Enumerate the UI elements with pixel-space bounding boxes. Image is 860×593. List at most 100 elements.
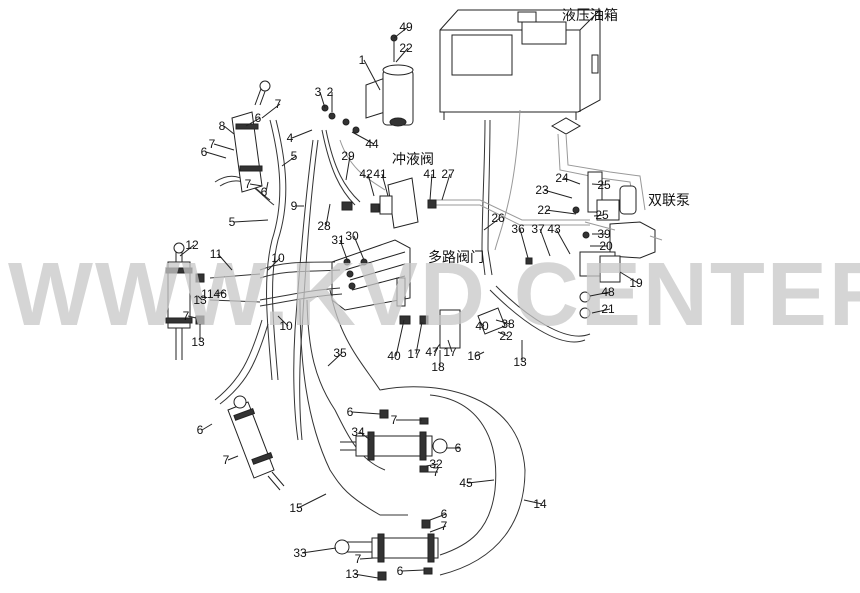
callout-leader [475, 351, 485, 357]
hose-lines [209, 109, 591, 576]
callout-leader [589, 291, 611, 297]
callout-number: 43 [547, 222, 561, 236]
callout-number: 44 [365, 137, 379, 151]
cylinder-33 [334, 533, 439, 563]
callout-number: 7 [355, 552, 362, 566]
callout-number: 20 [599, 239, 613, 253]
callout-number: 6 [441, 507, 448, 521]
callout-number: 2 [327, 85, 334, 99]
callout-number: 22 [499, 329, 513, 343]
callout-leader [291, 129, 313, 139]
callout-leader [367, 173, 375, 197]
label-hydraulic-tank: 液压油箱 [562, 8, 618, 24]
callout-number: 34 [351, 425, 365, 439]
label-multi-way-valve: 多路阀门 [428, 249, 484, 266]
callout-number: 22 [399, 41, 413, 55]
callout-number: 42 [359, 167, 373, 181]
callout-leader [479, 321, 485, 327]
callout-leader [429, 525, 447, 533]
callout-number: 6 [197, 423, 204, 437]
callout-number: 22 [537, 203, 551, 217]
callout-leader [359, 557, 375, 560]
callout-leader [353, 235, 365, 261]
callout-number: 25 [595, 208, 609, 222]
callout-leader [187, 315, 197, 319]
callout-number: 6 [347, 405, 354, 419]
callout-leader [261, 103, 281, 119]
callout-leader [395, 47, 409, 63]
callout-leader [393, 26, 409, 39]
callout-leader [215, 291, 225, 295]
callout-number: 35 [333, 346, 347, 360]
watermark-text: WWW.KVD CENTER [8, 245, 860, 345]
cylinder-32 [227, 395, 285, 491]
callout-number: 29 [341, 149, 355, 163]
callout-number: 13 [191, 335, 205, 349]
callout-number: 1 [359, 53, 366, 67]
callout-leader [429, 513, 447, 521]
callout-leader [591, 308, 611, 314]
callout-number: 13 [513, 355, 527, 369]
callout-number: 27 [441, 167, 455, 181]
callout-leader [227, 455, 239, 461]
callout-number: 45 [459, 476, 473, 490]
cylinder-34 [340, 431, 448, 461]
callout-leader [345, 155, 351, 181]
callout-leader [319, 91, 326, 109]
callout-number: 49 [399, 20, 413, 34]
callout-leader [351, 411, 381, 415]
flush-valve-block [379, 177, 419, 229]
callout-number: 5 [291, 149, 298, 163]
callout-leader [495, 319, 511, 325]
fittings [195, 104, 590, 581]
callout-leader [281, 155, 297, 167]
callout-number: 6 [201, 145, 208, 159]
callout-number: 47 [425, 345, 439, 359]
callout-leader [497, 331, 509, 337]
callout-leader [359, 431, 371, 441]
callout-leader [429, 173, 433, 201]
callout-leader [339, 239, 349, 263]
callout-leader [217, 253, 233, 271]
callout-leader [539, 228, 551, 257]
callout-number: 7 [433, 465, 440, 479]
callout-number: 31 [331, 233, 345, 247]
callout-number: 6 [455, 441, 462, 455]
callout-leader [433, 343, 441, 353]
callout-number: 18 [431, 360, 445, 374]
callout-number: 17 [443, 345, 457, 359]
callout-leader [519, 228, 529, 259]
callout-leader [467, 479, 495, 484]
callout-number: 10 [271, 251, 285, 265]
callout-number: 7 [245, 177, 252, 191]
callout-leader [591, 183, 607, 186]
callout-number: 7 [391, 413, 398, 427]
cylinder-8 [231, 80, 271, 193]
callout-number: 17 [407, 347, 421, 361]
callout-leader [593, 214, 605, 217]
callout-number: 40 [387, 349, 401, 363]
callout-leader [425, 463, 439, 467]
callout-number: 6 [261, 185, 268, 199]
component-1 [365, 34, 414, 127]
callout-leader [233, 219, 269, 223]
callout-leader [563, 177, 581, 185]
callout-number: 40 [475, 319, 489, 333]
callout-number: 15 [289, 501, 303, 515]
callout-leader [523, 499, 543, 505]
callout-number: 7 [275, 97, 282, 111]
callout-number: 9 [291, 199, 298, 213]
callout-leader [327, 352, 343, 367]
callout-number: 11 [210, 247, 223, 261]
callout-number: 37 [531, 222, 545, 236]
callout-leader [265, 181, 269, 193]
callout-leader [205, 151, 227, 159]
callout-leader [325, 203, 331, 227]
callout-number: 28 [317, 219, 331, 233]
callout-number: 7 [209, 137, 216, 151]
label-dual-pump: 双联泵 [648, 193, 690, 209]
callout-number: 32 [429, 457, 443, 471]
callout-number: 24 [555, 171, 569, 185]
